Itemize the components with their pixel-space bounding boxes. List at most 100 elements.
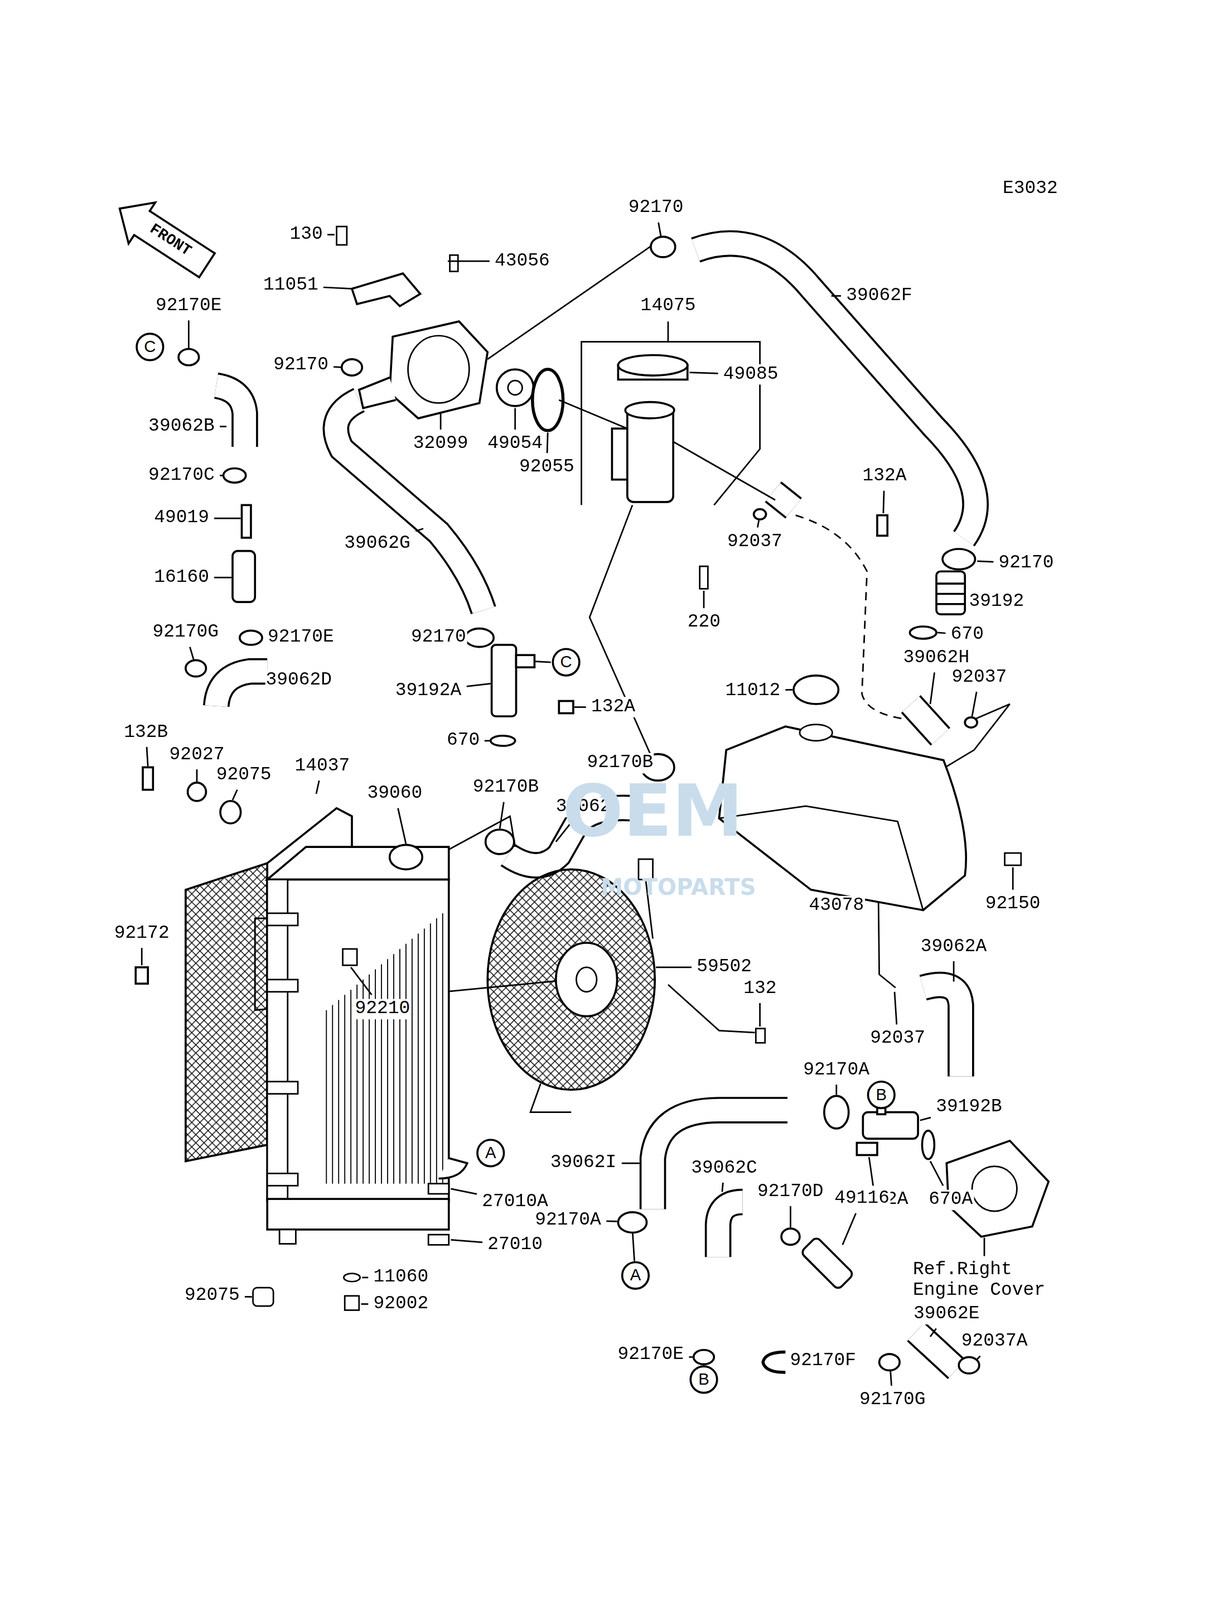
leader-line	[499, 801, 504, 829]
leader-line	[759, 1002, 761, 1027]
leader-line	[219, 425, 227, 428]
leader-line	[196, 769, 198, 782]
callout-number: 92170E	[266, 627, 335, 648]
callout-number: 92170	[272, 354, 330, 375]
leader-line	[361, 1276, 369, 1279]
callout-number: 92027	[168, 744, 226, 765]
leader-line	[890, 1370, 892, 1386]
callout-number: 670	[445, 730, 481, 751]
reference-circle: A	[621, 1260, 650, 1290]
callout-number: 11060	[372, 1267, 430, 1288]
leader-line	[398, 808, 406, 844]
leader-line	[930, 1160, 944, 1186]
callout-number: 16160	[152, 567, 210, 588]
callout-number: 92170E	[154, 295, 223, 316]
callout-number: 132A	[861, 466, 908, 487]
callout-number: 11012	[724, 680, 782, 701]
reference-circle: A	[476, 1138, 505, 1167]
callout-number: 39192	[968, 591, 1026, 612]
leader-line	[785, 688, 793, 691]
callout-number: 49085	[722, 364, 780, 385]
leader-line	[757, 520, 759, 528]
callout-number: 92002	[372, 1293, 430, 1314]
callout-number: 92075	[183, 1285, 241, 1306]
callout-number: 92170C	[147, 465, 216, 486]
callout-number: 92170A	[802, 1059, 871, 1080]
callout-number: 14075	[639, 295, 697, 316]
reference-note: Ref.Right Engine Cover	[911, 1259, 1057, 1300]
callout-number: 39060	[366, 783, 424, 804]
leader-line	[655, 966, 692, 969]
leader-line	[972, 691, 977, 717]
leader-line	[894, 991, 897, 1025]
callout-number: 27010	[486, 1234, 544, 1255]
leader-line	[360, 1302, 369, 1305]
callout-number: 92170B	[586, 752, 655, 773]
watermark: MOTOPARTS	[599, 875, 757, 900]
callout-number: 27010A	[480, 1191, 549, 1212]
leader-line	[316, 780, 319, 794]
callout-number: 92170	[409, 627, 467, 648]
leader-line	[658, 222, 662, 238]
leader-line	[189, 646, 194, 661]
leader-line	[953, 960, 955, 982]
callout-number: 39062B	[147, 416, 216, 437]
callout-number: 92170A	[533, 1209, 602, 1230]
callout-number: 92210	[354, 998, 412, 1019]
callout-number: 39062E	[912, 1303, 981, 1324]
leader-line	[484, 739, 490, 742]
callout-number: 32099	[412, 433, 470, 454]
callout-number: 39062F	[844, 285, 913, 306]
callout-number: 39062I	[549, 1152, 618, 1173]
leader-line	[141, 947, 143, 965]
callout-number: 92170E	[616, 1344, 685, 1365]
callout-number: 92172	[113, 922, 171, 944]
callout-number: 59502	[695, 956, 753, 978]
callout-number: 220	[686, 611, 722, 632]
callout-number: 132B	[122, 722, 169, 743]
leader-line	[323, 287, 354, 289]
leader-line	[214, 576, 232, 579]
callout-number: 92075	[215, 765, 273, 786]
callout-number: 92037	[726, 531, 783, 552]
leader-line	[327, 233, 335, 236]
reference-letter: A	[630, 1267, 642, 1284]
leader-line	[146, 746, 148, 767]
leader-line	[450, 1239, 483, 1242]
diagram-code: E3032	[1001, 178, 1059, 199]
leader-line	[621, 1162, 640, 1164]
leader-line	[214, 517, 241, 520]
callout-number: 92037	[950, 666, 1008, 688]
callout-number: 92170	[627, 197, 685, 219]
callout-number: 14037	[293, 755, 351, 776]
callout-number: 670A	[927, 1189, 974, 1210]
callout-number: 92037	[868, 1028, 926, 1049]
callout-number: 39192A	[394, 680, 463, 701]
watermark: OEM	[561, 771, 744, 851]
reference-letter: A	[485, 1144, 497, 1161]
leader-line	[447, 260, 490, 263]
callout-number: 92037A	[960, 1331, 1029, 1352]
leader-line	[547, 432, 548, 454]
leader-line	[920, 1117, 931, 1120]
leader-line	[983, 1237, 986, 1256]
leader-line	[689, 372, 718, 374]
callout-number: 39062G	[342, 533, 412, 554]
reference-letter: B	[875, 1086, 887, 1103]
callout-number: 130	[288, 224, 325, 245]
callout-number: 11051	[262, 275, 319, 296]
callout-number: 92170G	[858, 1389, 927, 1410]
callout-number: 49019	[152, 508, 210, 529]
callout-number: 132A	[590, 696, 637, 717]
callout-number: 49116	[833, 1188, 891, 1209]
callout-number: 43056	[493, 250, 551, 272]
callout-number: 92170F	[789, 1350, 858, 1371]
leader-line	[219, 474, 224, 477]
leader-line	[1012, 867, 1014, 890]
callout-number: 39062H	[902, 647, 971, 668]
leader-line	[466, 683, 491, 686]
reference-circle: B	[689, 1364, 718, 1394]
leader-line	[333, 365, 342, 368]
leader-line	[450, 1188, 477, 1195]
leader-line	[440, 413, 442, 430]
